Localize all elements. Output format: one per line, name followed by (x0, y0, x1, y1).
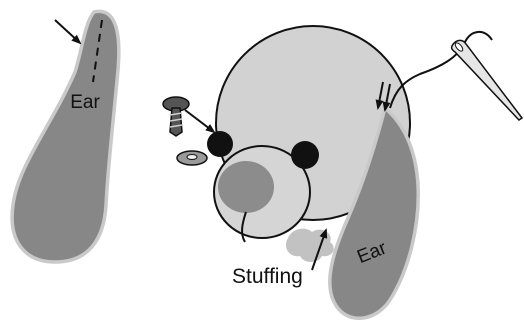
eye-screw-icon (163, 97, 189, 136)
stuffing-blob (286, 229, 334, 262)
stuffing-group: Stuffing (232, 229, 334, 288)
eye-hardware-group (163, 97, 214, 165)
right-eye (291, 141, 319, 169)
left-eye (207, 131, 233, 157)
eye-arrow (185, 110, 214, 132)
washer-icon (177, 151, 207, 165)
left-ear-shape (12, 11, 119, 262)
left-ear-label: Ear (70, 92, 100, 113)
stuffing-label: Stuffing (232, 265, 303, 288)
left-ear-arrow (55, 20, 80, 43)
needle-icon (452, 40, 522, 120)
left-ear-group: Ear (12, 11, 119, 262)
nose (218, 161, 274, 213)
